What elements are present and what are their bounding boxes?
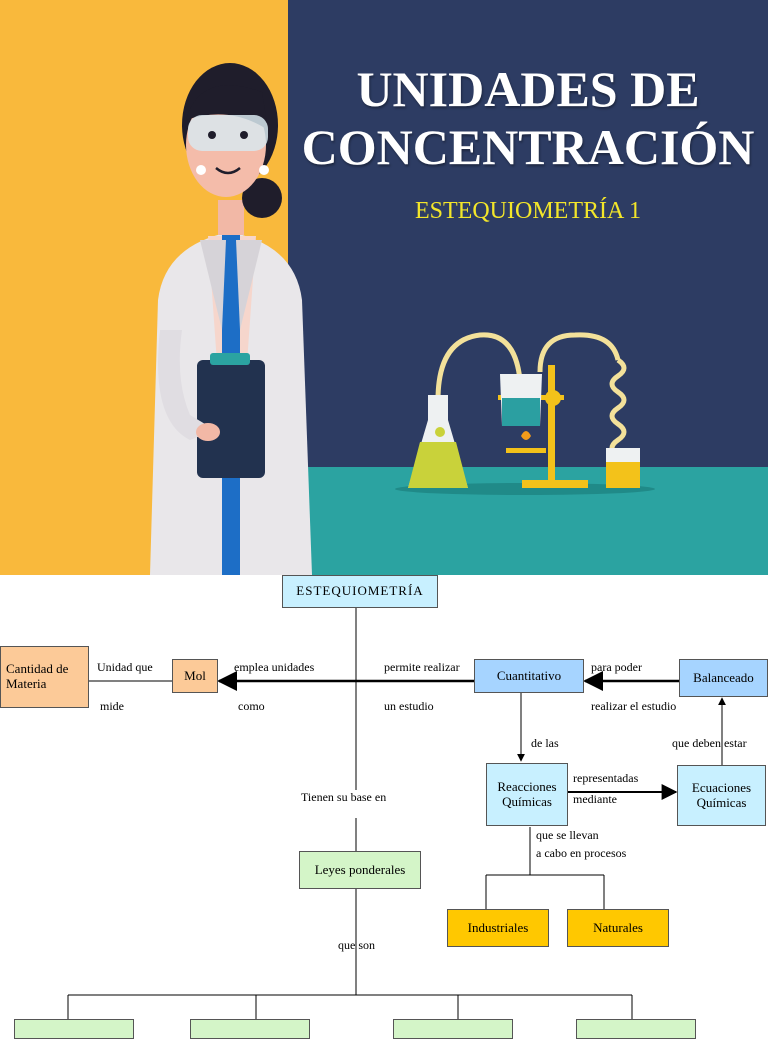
node-cantidad-de-materia-label: Cantidad de Materia [6,661,69,691]
label-tienen-su-base-en: Tienen su base en [301,790,387,804]
node-mol: Mol [172,659,218,693]
label-como: como [238,699,265,713]
node-mol-label: Mol [184,667,206,683]
node-estequiometria: ESTEQUIOMETRÍA [282,575,438,608]
label-mide: mide [100,699,124,713]
label-emplea-unidades: emplea unidades [234,660,315,674]
label-para-poder: para poder [591,660,642,674]
node-leyes-ponderales: Leyes ponderales [299,851,421,889]
node-naturales: Naturales [567,909,669,947]
banner-illustration [0,0,768,575]
label-unidad-que: Unidad que [97,660,153,674]
node-industriales-label: Industriales [467,919,529,935]
node-ley-3 [393,1019,513,1039]
node-ley-4 [576,1019,696,1039]
node-ley-2 [190,1019,310,1039]
label-que-se-llevan: que se llevan [536,828,599,842]
banner: UNIDADES DE CONCENTRACIÓN ESTEQUIOMETRÍA… [0,0,768,575]
node-leyes-ponderales-label: Leyes ponderales [314,861,406,877]
label-mediante: mediante [573,792,617,806]
node-naturales-label: Naturales [593,919,643,935]
node-balanceado-label: Balanceado [693,669,754,685]
node-cantidad-de-materia: Cantidad de Materia [0,646,89,708]
scientist-illustration [150,63,312,575]
subtitle: ESTEQUIOMETRÍA 1 [415,198,641,224]
label-a-cabo-en-procesos: a cabo en procesos [536,846,627,860]
node-cuantitativo: Cuantitativo [474,659,584,693]
label-representadas: representadas [573,771,639,785]
concept-map: ESTEQUIOMETRÍA Cantidad de Materia Mol C… [0,575,768,1039]
node-ecuaciones-quimicas: Ecuaciones Químicas [677,765,766,826]
node-balanceado: Balanceado [679,659,768,697]
label-que-son: que son [338,938,375,952]
node-reacciones-quimicas: Reacciones Químicas [486,763,568,826]
label-realizar-el-estudio: realizar el estudio [591,699,677,713]
node-industriales: Industriales [447,909,549,947]
concept-map-connectors [67,608,726,1019]
label-de-las: de las [531,736,559,750]
title-line-2: CONCENTRACIÓN [301,119,755,175]
title-line-1: UNIDADES DE [356,61,700,117]
label-que-deben-estar: que deben estar [672,736,747,750]
node-reacciones-quimicas-label: Reacciones Químicas [497,778,557,809]
node-ecuaciones-quimicas-label: Ecuaciones Químicas [691,779,752,810]
node-ley-1 [14,1019,134,1039]
label-un-estudio: un estudio [384,699,434,713]
node-estequiometria-label: ESTEQUIOMETRÍA [296,583,424,599]
lab-equipment-illustration [408,332,640,488]
label-permite-realizar: permite realizar [384,660,460,674]
node-cuantitativo-label: Cuantitativo [496,667,562,683]
